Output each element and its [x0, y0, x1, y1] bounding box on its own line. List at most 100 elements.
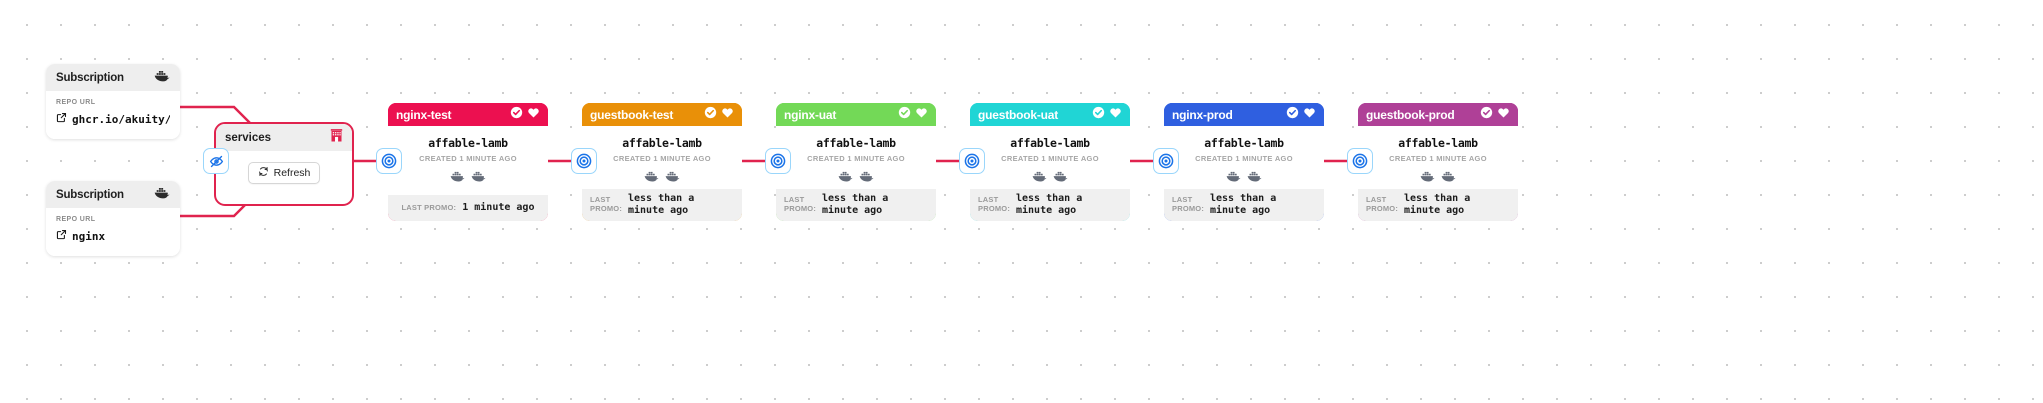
- eye-off-handle[interactable]: [203, 148, 229, 174]
- stage-card-nginx-uat[interactable]: nginx-uat affable-lamb CREATED 1 MINUTE …: [776, 103, 936, 221]
- stage-footer-guestbook-prod: LAST PROMO: less than a minute ago: [1358, 189, 1518, 221]
- docker-whale-icon: [1441, 169, 1456, 187]
- subscription-card-2-body: REPO URL nginx: [46, 208, 180, 256]
- subscription-card-1-field-label: REPO URL: [56, 99, 96, 106]
- freight-images: [644, 169, 680, 187]
- subscription-card-2-field-label: REPO URL: [56, 216, 96, 223]
- refresh-button-label: Refresh: [273, 167, 311, 179]
- stage-header-nginx-prod: nginx-prod: [1164, 103, 1324, 126]
- target-bullseye-icon: [770, 153, 786, 169]
- subscription-card-2-title: Subscription: [56, 188, 124, 201]
- stage-status-icons: [898, 106, 928, 124]
- stage-footer-nginx-prod: LAST PROMO: less than a minute ago: [1164, 189, 1324, 221]
- last-promo-value: less than a minute ago: [1404, 193, 1471, 216]
- stage-card-nginx-prod[interactable]: nginx-prod affable-lamb CREATED 1 MINUTE…: [1164, 103, 1324, 221]
- subscription-card-2-url[interactable]: nginx: [72, 229, 106, 243]
- stage-body-guestbook-test: affable-lamb CREATED 1 MINUTE AGO: [582, 126, 742, 189]
- stage-card-guestbook-test[interactable]: guestbook-test affable-lamb CREATED 1 MI…: [582, 103, 742, 221]
- stage-header-guestbook-prod: guestbook-prod: [1358, 103, 1518, 126]
- heart-icon: [527, 106, 540, 124]
- external-link-icon[interactable]: [56, 227, 67, 245]
- stage-status-icons: [510, 106, 540, 124]
- last-promo-label: LAST PROMO:: [784, 195, 817, 213]
- stage-name-nginx-test: nginx-test: [396, 107, 452, 122]
- last-promo-value: less than a minute ago: [1210, 193, 1277, 216]
- stage-status-icons: [1092, 106, 1122, 124]
- stage-header-nginx-test: nginx-test: [388, 103, 548, 126]
- docker-whale-icon: [471, 169, 486, 187]
- subscription-card-1-body: REPO URL ghcr.io/akuity/g…: [46, 91, 180, 139]
- freight-created: CREATED 1 MINUTE AGO: [807, 154, 905, 163]
- check-circle-icon: [704, 106, 717, 124]
- stage-name-guestbook-test: guestbook-test: [590, 107, 674, 122]
- freight-created: CREATED 1 MINUTE AGO: [1389, 154, 1487, 163]
- last-promo-label: LAST PROMO:: [590, 195, 623, 213]
- freight-images: [450, 169, 486, 187]
- stage-footer-guestbook-uat: LAST PROMO: less than a minute ago: [970, 189, 1130, 221]
- subscription-card-1[interactable]: Subscription REPO URL: [46, 64, 180, 139]
- last-promo-value: less than a minute ago: [1016, 193, 1083, 216]
- stage-handle-guestbook-prod[interactable]: [1347, 148, 1373, 174]
- heart-icon: [1497, 106, 1510, 124]
- stage-body-nginx-uat: affable-lamb CREATED 1 MINUTE AGO: [776, 126, 936, 189]
- refresh-button[interactable]: Refresh: [247, 162, 321, 184]
- stage-handle-guestbook-test[interactable]: [571, 148, 597, 174]
- stage-handle-nginx-prod[interactable]: [1153, 148, 1179, 174]
- docker-whale-icon: [154, 186, 170, 204]
- heart-icon: [1109, 106, 1122, 124]
- stage-body-nginx-test: affable-lamb CREATED 1 MINUTE AGO: [388, 126, 548, 195]
- docker-whale-icon: [1053, 169, 1068, 187]
- stage-body-guestbook-prod: affable-lamb CREATED 1 MINUTE AGO: [1358, 126, 1518, 189]
- stage-handle-nginx-test[interactable]: [376, 148, 402, 174]
- stage-handle-nginx-uat[interactable]: [765, 148, 791, 174]
- stage-name-nginx-prod: nginx-prod: [1172, 107, 1233, 122]
- target-bullseye-icon: [964, 153, 980, 169]
- stage-status-icons: [1480, 106, 1510, 124]
- subscription-card-1-header: Subscription: [46, 64, 180, 91]
- docker-whale-icon: [1032, 169, 1047, 187]
- warehouse-node-services[interactable]: services: [214, 122, 354, 206]
- freight-created: CREATED 1 MINUTE AGO: [419, 154, 517, 163]
- warehouse-title: services: [225, 131, 272, 144]
- docker-whale-icon: [859, 169, 874, 187]
- check-circle-icon: [1092, 106, 1105, 124]
- last-promo-label: LAST PROMO:: [1366, 195, 1399, 213]
- heart-icon: [721, 106, 734, 124]
- check-circle-icon: [510, 106, 523, 124]
- freight-name: affable-lamb: [816, 136, 896, 150]
- docker-whale-icon: [450, 169, 465, 187]
- docker-whale-icon: [838, 169, 853, 187]
- docker-whale-icon: [665, 169, 680, 187]
- stage-body-nginx-prod: affable-lamb CREATED 1 MINUTE AGO: [1164, 126, 1324, 189]
- stage-handle-guestbook-uat[interactable]: [959, 148, 985, 174]
- freight-name: affable-lamb: [428, 136, 508, 150]
- target-bullseye-icon: [1158, 153, 1174, 169]
- last-promo-value: less than a minute ago: [822, 193, 889, 216]
- stage-card-guestbook-uat[interactable]: guestbook-uat affable-lamb CREATED 1 MIN…: [970, 103, 1130, 221]
- check-circle-icon: [898, 106, 911, 124]
- stage-card-guestbook-prod[interactable]: guestbook-prod affable-lamb CREATED 1 MI…: [1358, 103, 1518, 221]
- subscription-card-1-url[interactable]: ghcr.io/akuity/g…: [72, 112, 170, 126]
- subscription-card-2[interactable]: Subscription REPO URL: [46, 181, 180, 256]
- target-bullseye-icon: [1352, 153, 1368, 169]
- stage-card-nginx-test[interactable]: nginx-test affable-lamb CREATED 1 MINUTE…: [388, 103, 548, 221]
- last-promo-value: less than a minute ago: [628, 193, 695, 216]
- subscription-card-1-url-row[interactable]: ghcr.io/akuity/g…: [56, 110, 170, 128]
- freight-images: [838, 169, 874, 187]
- stage-header-guestbook-test: guestbook-test: [582, 103, 742, 126]
- external-link-icon[interactable]: [56, 110, 67, 128]
- freight-created: CREATED 1 MINUTE AGO: [1001, 154, 1099, 163]
- freight-images: [1420, 169, 1456, 187]
- freight-created: CREATED 1 MINUTE AGO: [1195, 154, 1293, 163]
- target-bullseye-icon: [576, 153, 592, 169]
- stage-header-guestbook-uat: guestbook-uat: [970, 103, 1130, 126]
- last-promo-label: LAST PROMO:: [401, 202, 457, 212]
- last-promo-label: LAST PROMO:: [1172, 195, 1205, 213]
- subscription-card-2-url-row[interactable]: nginx: [56, 227, 170, 245]
- freight-name: affable-lamb: [1010, 136, 1090, 150]
- freight-images: [1226, 169, 1262, 187]
- docker-whale-icon: [1247, 169, 1262, 187]
- stage-name-guestbook-uat: guestbook-uat: [978, 107, 1059, 122]
- freight-name: affable-lamb: [1204, 136, 1284, 150]
